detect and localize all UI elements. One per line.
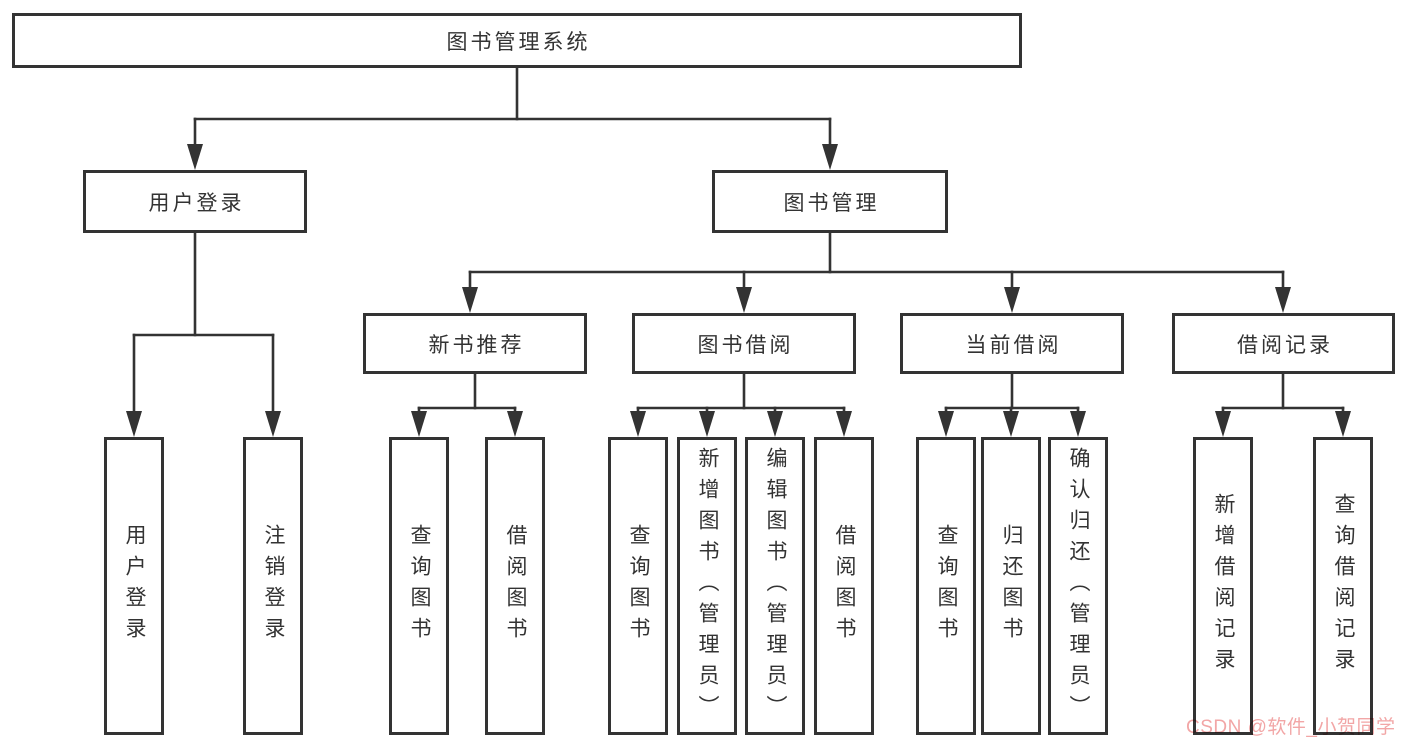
leaf-edit-books-admin: 编辑图书（管理员） bbox=[745, 437, 805, 735]
node-label: 图书管理 bbox=[783, 191, 880, 215]
leaf-borrow-books-recommend: 借阅图书 bbox=[485, 437, 545, 735]
node-label: 新增借阅记录 bbox=[1212, 493, 1236, 679]
node-book-management: 图书管理 bbox=[712, 170, 948, 233]
leaf-confirm-return-admin: 确认归还（管理员） bbox=[1048, 437, 1108, 735]
node-new-book-recommend: 新书推荐 bbox=[363, 313, 587, 374]
node-label: 当前借阅 bbox=[965, 333, 1062, 357]
node-label: 借阅图书 bbox=[833, 524, 857, 648]
leaf-query-books-borrow: 查询图书 bbox=[608, 437, 668, 735]
node-label: 查询借阅记录 bbox=[1332, 493, 1356, 679]
node-user-login: 用户登录 bbox=[83, 170, 307, 233]
node-label: 借阅记录 bbox=[1237, 333, 1333, 357]
node-label: 编辑图书（管理员） bbox=[764, 446, 788, 726]
leaf-query-books-recommend: 查询图书 bbox=[389, 437, 449, 735]
node-label: 确认归还（管理员） bbox=[1067, 446, 1091, 726]
node-book-borrow: 图书借阅 bbox=[632, 313, 856, 374]
node-label: 用户登录 bbox=[123, 524, 147, 648]
leaf-logout: 注销登录 bbox=[243, 437, 303, 735]
node-label: 查询图书 bbox=[935, 524, 959, 648]
node-label: 新增图书（管理员） bbox=[696, 446, 720, 726]
leaf-query-books-current: 查询图书 bbox=[916, 437, 976, 735]
node-label: 注销登录 bbox=[262, 524, 286, 648]
leaf-borrow-books: 借阅图书 bbox=[814, 437, 874, 735]
node-root: 图书管理系统 bbox=[12, 13, 1022, 68]
node-label: 查询图书 bbox=[627, 524, 651, 648]
node-label: 图书借阅 bbox=[697, 333, 794, 357]
node-label: 图书管理系统 bbox=[446, 30, 591, 54]
node-label: 新书推荐 bbox=[428, 333, 525, 357]
leaf-query-borrow-record: 查询借阅记录 bbox=[1313, 437, 1373, 735]
leaf-add-books-admin: 新增图书（管理员） bbox=[677, 437, 737, 735]
leaf-user-login: 用户登录 bbox=[104, 437, 164, 735]
node-label: 借阅图书 bbox=[504, 524, 528, 648]
node-current-borrow: 当前借阅 bbox=[900, 313, 1124, 374]
node-label: 归还图书 bbox=[1000, 524, 1024, 648]
node-label: 用户登录 bbox=[148, 191, 245, 215]
node-borrow-records: 借阅记录 bbox=[1172, 313, 1395, 374]
node-label: 查询图书 bbox=[408, 524, 432, 648]
leaf-return-books: 归还图书 bbox=[981, 437, 1041, 735]
watermark-text: CSDN @软件_小贺同学 bbox=[1186, 717, 1396, 738]
leaf-add-borrow-record: 新增借阅记录 bbox=[1193, 437, 1253, 735]
